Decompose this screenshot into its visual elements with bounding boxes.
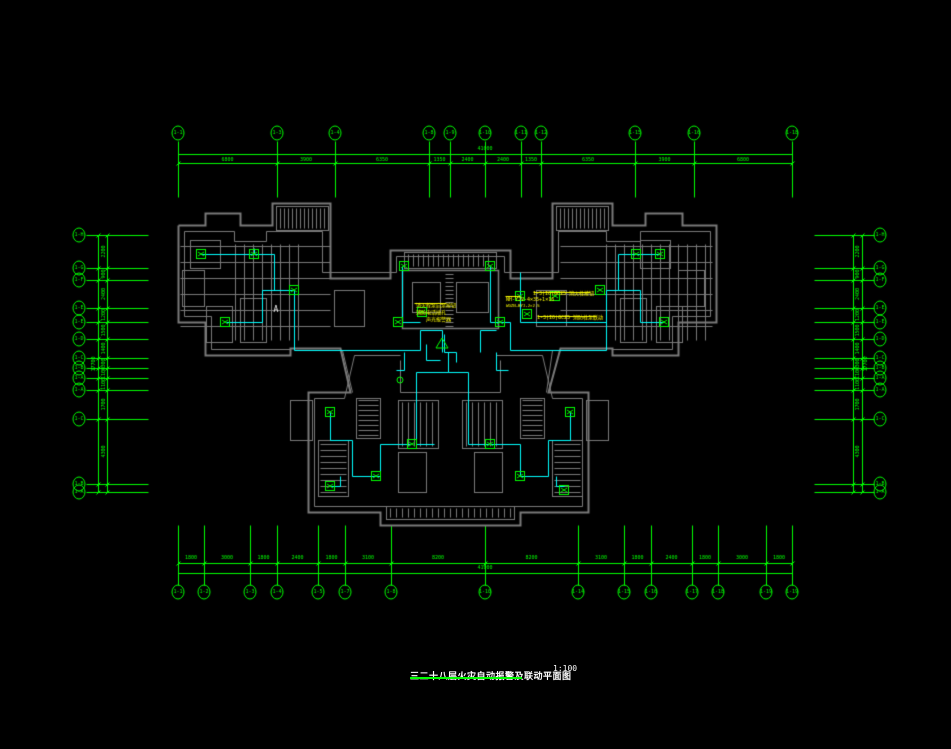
title-underline <box>410 677 522 679</box>
drawing-scale: 1:100 <box>553 664 578 673</box>
title-block: 三二十八层火灾自动报警及联动平面图 1:100 <box>410 664 577 682</box>
